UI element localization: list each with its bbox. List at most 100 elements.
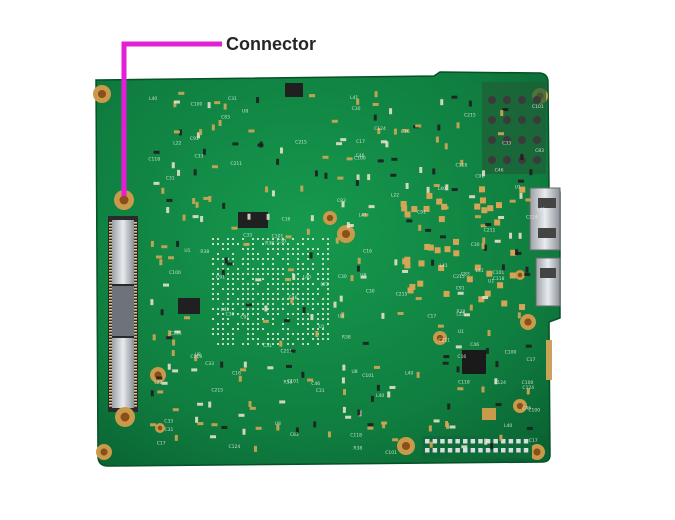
- callout-leader-line: [121, 41, 222, 196]
- svg-text:C17: C17: [356, 139, 365, 145]
- usb-port-lower: [535, 257, 561, 307]
- svg-text:C30: C30: [225, 312, 234, 318]
- svg-text:C101: C101: [287, 379, 299, 385]
- svg-text:C215: C215: [464, 112, 476, 118]
- svg-text:C30: C30: [366, 289, 375, 295]
- svg-text:C211: C211: [230, 161, 242, 167]
- svg-text:R38: R38: [265, 241, 274, 247]
- svg-text:R38: R38: [200, 249, 209, 255]
- svg-text:C30: C30: [471, 242, 480, 248]
- svg-text:C30: C30: [338, 274, 347, 280]
- svg-text:C118: C118: [456, 162, 468, 168]
- svg-text:C46: C46: [289, 295, 298, 301]
- svg-text:C33: C33: [243, 233, 252, 239]
- svg-text:C101: C101: [492, 270, 504, 276]
- svg-text:C46: C46: [356, 153, 365, 159]
- svg-text:U8: U8: [338, 313, 344, 319]
- svg-text:L41: L41: [359, 213, 367, 219]
- usb-port-upper: [529, 187, 561, 251]
- pin-header-bottom: [422, 436, 532, 458]
- svg-text:L22: L22: [391, 192, 399, 198]
- svg-text:C118: C118: [350, 433, 362, 439]
- svg-text:C124: C124: [522, 385, 534, 391]
- silkscreen-labels: C101C100L40L41C118C91U8R38C46C30C33C83L2…: [148, 95, 545, 456]
- smd-components: [150, 91, 533, 452]
- svg-text:C83: C83: [461, 272, 470, 278]
- svg-text:U1: U1: [458, 329, 464, 335]
- svg-text:C31: C31: [263, 343, 272, 349]
- svg-text:U1: U1: [515, 185, 521, 191]
- svg-text:U8: U8: [275, 421, 281, 427]
- svg-text:C118: C118: [493, 276, 505, 282]
- svg-text:L41: L41: [350, 95, 358, 101]
- svg-text:U1: U1: [184, 248, 190, 254]
- svg-text:C16: C16: [401, 129, 410, 135]
- svg-text:C46: C46: [311, 381, 320, 387]
- svg-text:C83: C83: [221, 115, 230, 121]
- svg-text:C118: C118: [458, 379, 470, 385]
- svg-text:C124: C124: [526, 214, 538, 220]
- svg-text:C31: C31: [228, 96, 237, 102]
- svg-text:C91: C91: [417, 209, 426, 215]
- side-port-bottom: [546, 340, 552, 380]
- svg-text:C30: C30: [352, 106, 361, 112]
- svg-text:C211: C211: [280, 349, 292, 355]
- svg-text:L22: L22: [321, 281, 329, 287]
- svg-text:C31: C31: [316, 388, 325, 394]
- svg-text:R38: R38: [456, 309, 465, 315]
- svg-text:L22: L22: [456, 311, 464, 317]
- svg-text:C16: C16: [282, 217, 291, 223]
- svg-text:C91: C91: [190, 136, 199, 142]
- svg-text:C215: C215: [295, 140, 307, 146]
- board-to-board-connector: [108, 216, 138, 412]
- svg-text:C17: C17: [427, 314, 436, 320]
- svg-text:C124: C124: [494, 380, 506, 386]
- svg-text:C211: C211: [170, 330, 182, 336]
- svg-text:L41: L41: [537, 207, 545, 213]
- svg-text:C16: C16: [232, 370, 241, 376]
- svg-text:C33: C33: [164, 418, 173, 424]
- svg-text:R38: R38: [353, 446, 362, 452]
- rf-area-pads: [400, 186, 526, 311]
- svg-text:C215: C215: [211, 387, 223, 393]
- svg-text:C83: C83: [290, 432, 299, 438]
- svg-text:L40: L40: [376, 393, 384, 399]
- svg-text:U8: U8: [242, 109, 248, 115]
- svg-text:C100: C100: [169, 270, 181, 276]
- svg-text:C33: C33: [205, 361, 214, 367]
- svg-text:C100: C100: [528, 408, 540, 414]
- svg-text:L41: L41: [221, 307, 229, 313]
- svg-text:L22: L22: [154, 380, 162, 386]
- callout-label: Connector: [226, 34, 316, 54]
- svg-text:R38: R38: [342, 334, 351, 340]
- svg-text:C211: C211: [438, 337, 450, 343]
- svg-text:C215: C215: [453, 274, 465, 280]
- svg-text:L41: L41: [440, 263, 448, 269]
- svg-text:U1: U1: [488, 278, 494, 284]
- svg-text:C124: C124: [228, 444, 240, 450]
- svg-text:L40: L40: [504, 423, 512, 429]
- svg-text:C101: C101: [385, 450, 397, 456]
- svg-text:C17: C17: [527, 357, 536, 363]
- svg-text:C83: C83: [337, 198, 346, 204]
- svg-text:R38: R38: [283, 380, 292, 386]
- svg-text:C16: C16: [457, 354, 466, 360]
- svg-text:C101: C101: [272, 233, 284, 239]
- svg-text:C17: C17: [529, 438, 538, 444]
- svg-text:C100: C100: [354, 155, 366, 161]
- svg-text:U8: U8: [195, 352, 201, 358]
- svg-text:C83: C83: [535, 148, 544, 154]
- svg-text:L40: L40: [303, 274, 311, 280]
- svg-text:C46: C46: [495, 167, 504, 173]
- svg-text:C46: C46: [522, 405, 531, 411]
- svg-text:C100: C100: [191, 102, 203, 108]
- svg-text:C100: C100: [522, 380, 534, 386]
- svg-text:C91: C91: [216, 275, 225, 281]
- svg-text:U8: U8: [360, 272, 366, 278]
- ic-chips: [178, 83, 496, 420]
- svg-text:C100: C100: [505, 349, 517, 355]
- svg-text:U1: U1: [319, 324, 325, 330]
- svg-text:L40: L40: [438, 186, 446, 192]
- svg-text:C215: C215: [396, 291, 408, 297]
- svg-text:C33: C33: [194, 154, 203, 160]
